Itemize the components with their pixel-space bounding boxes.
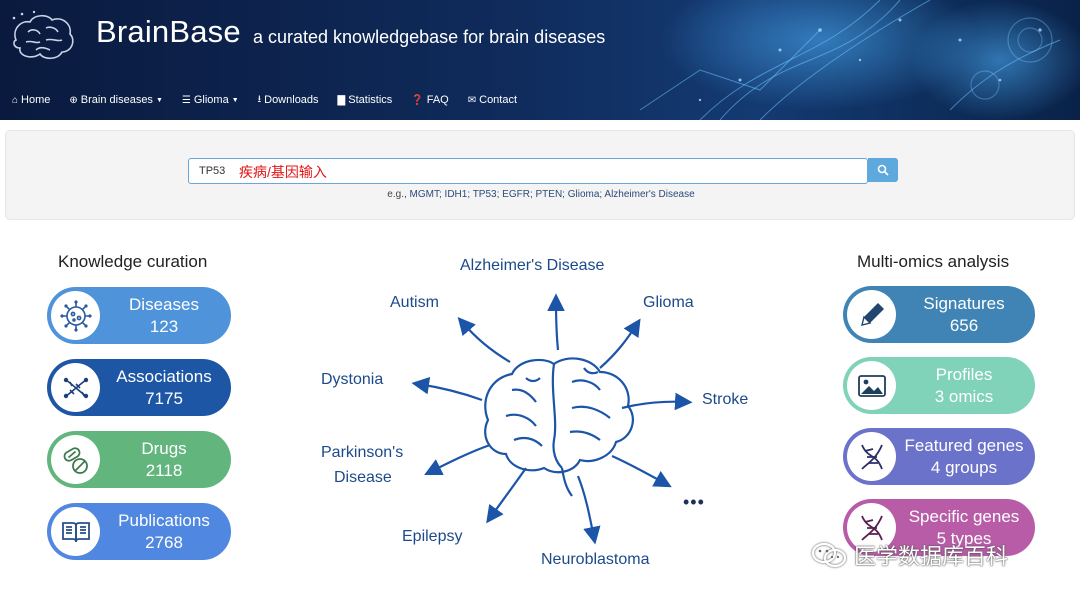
main-navbar: ⌂ Home ⊕ Brain diseases ▼ ☰ Glioma ▼ ⭳ D… (0, 88, 536, 112)
image-icon (847, 361, 896, 410)
publications-label: Publications (118, 510, 210, 530)
book-icon (51, 507, 100, 556)
watermark: 医学数据库百科 (810, 535, 1008, 575)
signatures-text: Signatures 656 (899, 286, 1029, 343)
search-examples-prefix: e.g., (387, 189, 410, 200)
chevron-down-icon: ▼ (155, 96, 163, 104)
profiles-button[interactable]: Profiles 3 omics (843, 357, 1035, 414)
bar-chart-icon: ▇ (337, 94, 346, 106)
specific-genes-button[interactable]: Specific genes 5 types (843, 499, 1035, 556)
question-icon: ❓ (411, 94, 424, 106)
disease-stroke[interactable]: Stroke (702, 391, 749, 408)
download-icon: ⭳ (257, 93, 262, 105)
nav-glioma[interactable]: ☰ Glioma ▼ (182, 94, 239, 106)
header-background-art (639, 0, 1080, 120)
pencil-icon (847, 290, 896, 339)
drugs-button[interactable]: Drugs 2118 (47, 431, 231, 488)
publications-text: Publications 2768 (103, 503, 225, 560)
featured-genes-text: Featured genes 4 groups (899, 428, 1029, 485)
search-annotation: 疾病/基因输入 (239, 164, 327, 180)
dna-icon (847, 432, 896, 481)
virus-icon (51, 291, 100, 340)
featured-genes-button[interactable]: Featured genes 4 groups (843, 428, 1035, 485)
disease-glioma[interactable]: Glioma (643, 294, 694, 311)
nav-faq[interactable]: ❓ FAQ (411, 94, 448, 106)
disease-dystonia[interactable]: Dystonia (321, 371, 384, 388)
diseases-label: Diseases (129, 294, 199, 314)
publications-button[interactable]: Publications 2768 (47, 503, 231, 560)
nav-home-label: Home (21, 94, 51, 106)
search-button[interactable] (868, 158, 898, 182)
chevron-down-icon: ▼ (231, 96, 239, 104)
drugs-text: Drugs 2118 (103, 431, 225, 488)
profiles-count: 3 omics (934, 386, 994, 406)
list-icon: ☰ (181, 94, 191, 106)
diseases-text: Diseases 123 (103, 287, 225, 344)
multi-omics-title: Multi-omics analysis (857, 252, 1010, 271)
featured-genes-label: Featured genes (904, 435, 1024, 455)
app-title[interactable]: BrainBase (96, 14, 241, 49)
search-input-value: TP53 (199, 165, 226, 177)
search-icon (877, 164, 889, 176)
associations-button[interactable]: Associations 7175 (47, 359, 231, 416)
publications-count: 2768 (145, 532, 183, 552)
diagram-graphics (411, 293, 693, 545)
profiles-label: Profiles (935, 364, 993, 384)
signatures-button[interactable]: Signatures 656 (843, 286, 1035, 343)
nav-faq-label: FAQ (426, 94, 449, 106)
brain-logo-icon[interactable] (6, 10, 80, 68)
nav-contact[interactable]: ✉ Contact (468, 94, 517, 106)
network-icon (51, 363, 100, 412)
nav-brain-diseases[interactable]: ⊕ Brain diseases ▼ (69, 94, 162, 106)
plus-circle-icon: ⊕ (69, 94, 78, 106)
nav-glioma-label: Glioma (193, 94, 229, 106)
diseases-button[interactable]: Diseases 123 (47, 287, 231, 344)
dna-icon (847, 503, 896, 552)
brain-icon (484, 357, 634, 497)
nav-downloads-label: Downloads (264, 94, 319, 106)
disease-epilepsy[interactable]: Epilepsy (402, 528, 463, 545)
drugs-count: 2118 (145, 460, 183, 480)
signatures-label: Signatures (923, 293, 1005, 313)
search-input[interactable]: TP53 疾病/基因输入 (188, 158, 868, 184)
arrows (411, 293, 693, 545)
chat-logo-icon (811, 542, 847, 568)
disease-neuroblastoma[interactable]: Neuroblastoma (541, 551, 650, 568)
home-icon: ⌂ (12, 94, 19, 106)
watermark-text: 医学数据库百科 (854, 545, 1009, 570)
specific-genes-label: Specific genes (908, 506, 1020, 526)
knowledge-curation-title: Knowledge curation (58, 252, 208, 271)
specific-genes-count: 5 types (936, 528, 992, 548)
disease-parkinsons-line2[interactable]: Disease (334, 469, 392, 486)
drugs-label: Drugs (141, 438, 187, 458)
nav-home[interactable]: ⌂ Home (12, 94, 50, 106)
search-examples-links[interactable]: MGMT; IDH1; TP53; EGFR; PTEN; Glioma; Al… (409, 189, 695, 200)
envelope-icon: ✉ (467, 94, 477, 106)
disease-parkinsons[interactable]: Parkinson's (321, 444, 404, 461)
nav-statistics[interactable]: ▇ Statistics (338, 94, 393, 106)
disease-alzheimers[interactable]: Alzheimer's Disease (460, 257, 605, 274)
associations-label: Associations (116, 366, 212, 386)
associations-count: 7175 (145, 388, 183, 408)
brain-disease-diagram: Alzheimer's Disease Autism Glioma Dyston… (300, 240, 780, 590)
nav-contact-label: Contact (479, 94, 518, 106)
associations-text: Associations 7175 (103, 359, 225, 416)
search-examples: e.g., MGMT; IDH1; TP53; EGFR; PTEN; Glio… (6, 189, 1076, 200)
specific-genes-text: Specific genes 5 types (899, 499, 1029, 556)
profiles-text: Profiles 3 omics (899, 357, 1029, 414)
disease-autism[interactable]: Autism (390, 294, 439, 311)
more-diseases-ellipsis: ••• (683, 492, 705, 512)
signatures-count: 656 (949, 315, 979, 335)
nav-statistics-label: Statistics (348, 94, 393, 106)
search-panel: TP53 疾病/基因输入 e.g., MGMT; IDH1; TP53; EGF… (5, 130, 1075, 220)
app-subtitle: a curated knowledgebase for brain diseas… (253, 27, 606, 47)
diseases-count: 123 (149, 316, 179, 336)
pills-icon (51, 435, 100, 484)
featured-genes-count: 4 groups (930, 457, 998, 477)
nav-brain-diseases-label: Brain diseases (80, 94, 153, 106)
nav-downloads[interactable]: ⭳ Downloads (258, 92, 319, 109)
header-banner: BrainBase a curated knowledgebase for br… (0, 0, 1080, 120)
